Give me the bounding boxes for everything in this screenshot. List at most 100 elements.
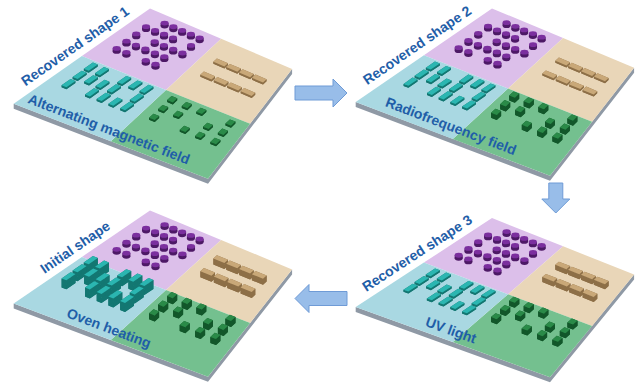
dot-top — [132, 233, 140, 238]
block-top — [158, 301, 168, 307]
block-top — [85, 88, 99, 96]
block-top — [491, 109, 501, 115]
block-top — [239, 69, 254, 77]
dot-top — [122, 251, 130, 256]
block-top — [569, 81, 584, 89]
dot-top — [474, 250, 482, 255]
block-top — [85, 281, 99, 289]
dot-top — [187, 233, 195, 238]
dot-top — [502, 261, 510, 266]
block-top — [462, 305, 476, 313]
block-top — [515, 106, 525, 112]
dot-top — [464, 38, 472, 43]
sample-panel: Recovered shape 2Radiofrequency field — [347, 3, 637, 183]
block-top — [128, 80, 142, 88]
block-top — [200, 268, 215, 276]
dot-top — [520, 236, 528, 241]
dot-top — [169, 24, 177, 29]
block-top — [426, 62, 440, 70]
dot-top — [502, 53, 510, 58]
block-top — [107, 84, 121, 92]
block-top — [594, 73, 609, 81]
dot-top — [196, 237, 204, 242]
dot-top — [178, 28, 186, 33]
block-top — [108, 290, 122, 298]
block-top — [226, 119, 236, 125]
sample-panel: Recovered shape 1Alternating magnetic fi… — [5, 3, 295, 186]
dot-top — [169, 248, 177, 253]
panel-illustration — [5, 3, 295, 186]
dot-top — [160, 233, 168, 238]
dot-top — [493, 246, 501, 251]
block-top — [538, 308, 548, 314]
block-top — [117, 76, 131, 84]
dot-top — [142, 58, 150, 63]
dot-top — [151, 262, 159, 267]
block-top — [426, 280, 440, 288]
block-top — [437, 273, 451, 281]
dot-top — [502, 250, 510, 255]
block-top — [226, 261, 241, 269]
block-top — [203, 318, 213, 324]
block-top — [128, 274, 142, 282]
dot-top — [132, 32, 140, 37]
block-top — [167, 96, 177, 102]
block-top — [241, 88, 256, 96]
block-top — [226, 64, 241, 72]
flow-arrow — [295, 79, 347, 107]
dot-top — [178, 51, 186, 56]
block-top — [472, 297, 486, 305]
block-top — [522, 121, 532, 127]
block-top — [252, 75, 267, 83]
dot-top — [160, 244, 168, 249]
block-top — [515, 311, 525, 317]
dot-top — [493, 61, 501, 66]
dot-top — [511, 24, 519, 29]
block-top — [560, 327, 570, 333]
dot-top — [142, 24, 150, 29]
block-top — [581, 68, 596, 76]
block-top — [581, 272, 596, 280]
block-top — [241, 284, 256, 292]
dot-top — [502, 31, 510, 36]
dot-top — [122, 39, 130, 44]
block-top — [439, 91, 453, 99]
block-top — [210, 333, 220, 339]
block-top — [583, 87, 598, 95]
block-top — [459, 75, 473, 83]
block-top — [415, 70, 429, 78]
block-top — [73, 264, 87, 272]
block-top — [524, 302, 534, 308]
dot-top — [484, 264, 492, 269]
block-top — [500, 100, 510, 106]
block-top — [117, 269, 131, 277]
dot-top — [511, 35, 519, 40]
block-top — [227, 83, 242, 91]
dot-top — [178, 229, 186, 234]
dot-top — [142, 259, 150, 264]
dot-top — [503, 20, 511, 25]
block-top — [149, 309, 159, 315]
block-top — [568, 267, 583, 275]
block-top — [158, 105, 168, 111]
dot-top — [520, 50, 528, 55]
dot-top — [503, 229, 511, 234]
panel-illustration — [347, 3, 637, 183]
block-top — [594, 277, 609, 285]
dot-top — [187, 32, 195, 37]
block-top — [542, 70, 557, 78]
block-top — [140, 278, 154, 286]
dot-top — [141, 247, 149, 252]
block-top — [196, 108, 206, 114]
block-top — [545, 118, 555, 124]
dot-top — [169, 237, 177, 242]
block-top — [95, 261, 109, 269]
block-top — [552, 336, 562, 342]
dot-top — [187, 43, 195, 48]
dot-top — [511, 233, 519, 238]
block-top — [500, 305, 510, 311]
dot-top — [493, 257, 501, 262]
block-top — [462, 100, 476, 108]
block-top — [173, 306, 183, 312]
block-top — [140, 85, 154, 93]
